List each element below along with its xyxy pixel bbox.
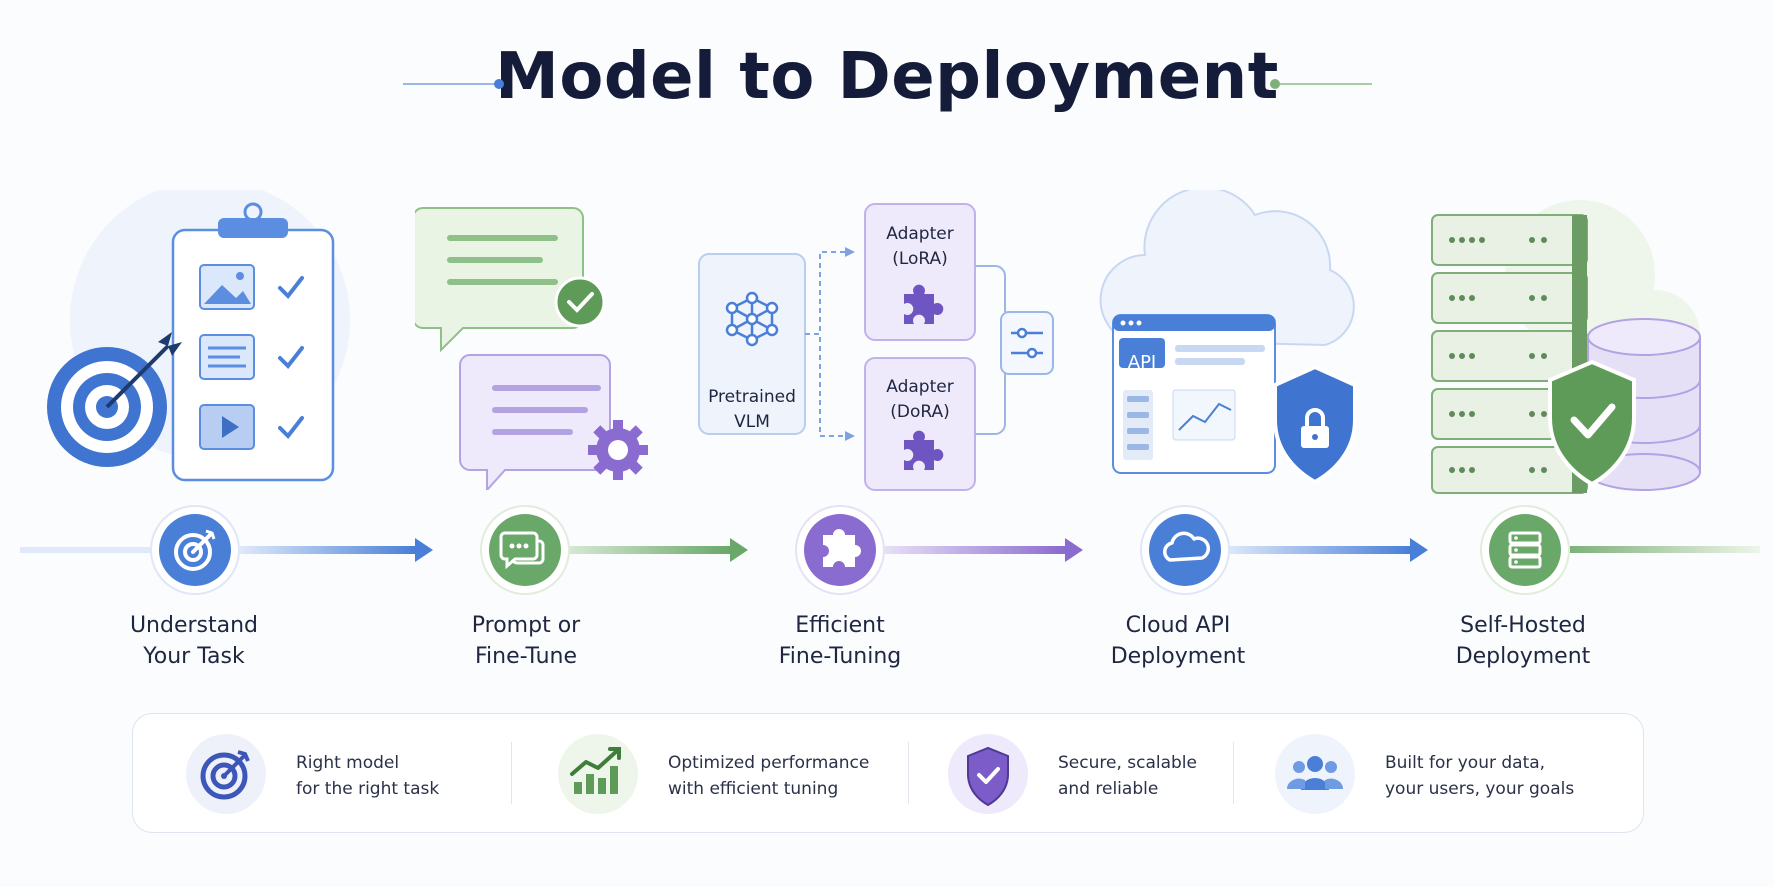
step-circle-cloud [1140, 505, 1230, 595]
step-circle-selfhosted [1480, 505, 1570, 595]
growth-chart-icon [570, 747, 621, 794]
title-decoration-right [1280, 83, 1372, 85]
adapter-lora-label: Adapter (LoRA) [886, 224, 954, 269]
step-circle-efficient [795, 505, 885, 595]
summary-divider [511, 742, 512, 804]
users-icon [1286, 756, 1344, 790]
benefit-built-for-you: Built for your data,your users, your goa… [1275, 714, 1615, 832]
target-icon [150, 505, 240, 595]
pretrained-vlm-label: Pretrained VLM [708, 387, 796, 432]
step-circle-prompt [480, 505, 570, 595]
adapter-dora-label: Adapter (DoRA) [886, 377, 954, 422]
title-dot-right [1270, 79, 1280, 89]
prompt-chat-illustration [415, 207, 648, 490]
cloud-icon [1140, 505, 1230, 595]
title-decoration-left [403, 83, 495, 85]
cloud-api-illustration [1099, 190, 1357, 485]
chat-bubbles-icon [480, 505, 570, 595]
server-icon [1480, 505, 1570, 595]
api-badge-label: API [1127, 352, 1157, 373]
title-dot-left [494, 79, 504, 89]
timeline-track [20, 538, 1760, 562]
summary-divider [1233, 742, 1234, 804]
page-title: Model to Deployment [495, 40, 1279, 114]
puzzle-icon [795, 505, 885, 595]
shield-check-icon [967, 746, 1009, 807]
target-icon [200, 750, 250, 800]
clipboard-checklist-illustration [47, 190, 350, 482]
efficient-finetuning-illustration [698, 203, 1054, 491]
step-circle-understand [150, 505, 240, 595]
summary-divider [908, 742, 909, 804]
self-hosted-server-illustration [1431, 200, 1701, 494]
